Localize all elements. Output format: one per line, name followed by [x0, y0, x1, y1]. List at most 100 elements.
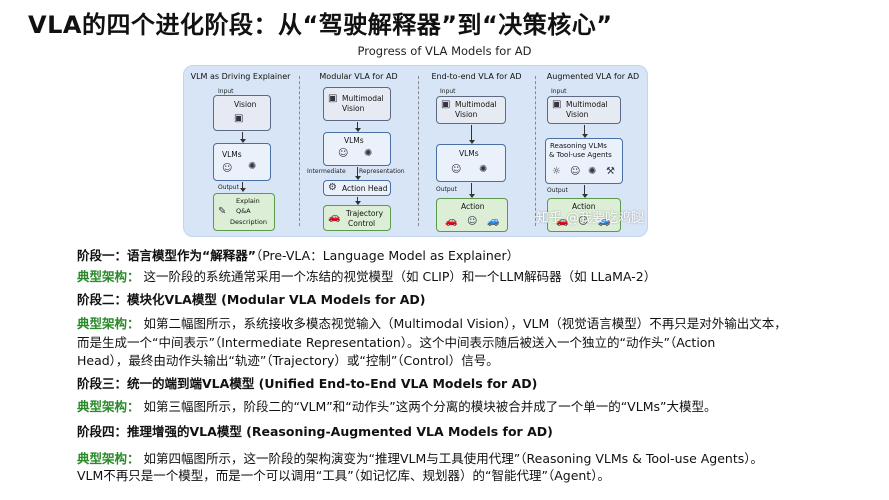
stage-3-arch: 典型架构： 如第三幅图所示，阶段二的“VLM”和“动作头”这两个分离的模块被合并… — [77, 397, 857, 417]
tool-use-label: & Tool-use Agents — [549, 151, 612, 159]
gear-icon: ⚙ — [328, 182, 337, 193]
camera-icon: ▣ — [441, 99, 451, 110]
action-head-box: ⚙ Action Head — [323, 180, 391, 196]
reasoning-label: Reasoning VLMs — [550, 142, 607, 150]
car-icon: 🚙 — [487, 216, 500, 227]
output-label: Output — [436, 186, 457, 193]
intermediate-label: Intermediate — [307, 168, 346, 175]
openai-icon: ✺ — [248, 161, 257, 172]
robot-icon: ☺ — [451, 164, 462, 175]
stage-1-arch: 典型架构： 这一阶段的系统通常采用一个冻结的视觉模型（如 CLIP）和一个LLM… — [77, 267, 857, 287]
trajectory-label: Trajectory — [346, 209, 384, 218]
stage-1-line: 这一阶段的系统通常采用一个冻结的视觉模型（如 CLIP）和一个LLM解码器（如 … — [143, 269, 657, 284]
stage-2-line: 如第二幅图所示，系统接收多模态视觉输入（Multimodal Vision），V… — [143, 316, 787, 331]
car-icon: 🚙 — [598, 216, 611, 227]
output-label: Output — [547, 187, 568, 194]
stage-2-line-3: Head），最终由动作头输出“轨迹”（Trajectory）或“控制”（Cont… — [77, 353, 499, 368]
figure-title: Progress of VLA Models for AD — [357, 44, 532, 58]
divider — [535, 76, 536, 226]
openai-icon: ✺ — [588, 166, 597, 177]
vlms-box: VLMs ☺ ✺ — [213, 143, 271, 181]
action-box: Action 🚗 ☺ 🚙 — [436, 198, 508, 232]
vlms-label: VLMs — [222, 150, 242, 159]
robot-icon: ☺ — [570, 166, 581, 177]
stage-4-heading: 阶段四：推理增强的VLA模型 (Reasoning-Augmented VLA … — [77, 424, 553, 439]
explain-label: Explain — [236, 197, 260, 205]
camera-icon: ▣ — [234, 113, 244, 124]
multimodal-vision-box: ▣ Multimodal Vision — [547, 96, 621, 124]
input-label: Input — [551, 88, 567, 95]
panel-end-to-end-vla: End-to-end VLA for AD Input ▣ Multimodal… — [420, 66, 533, 238]
representation-label: Representation — [359, 168, 405, 175]
robot-icon: ☺ — [467, 216, 478, 227]
openai-icon: ✺ — [479, 164, 488, 175]
stage-4-line: 如第四幅图所示，这一阶段的架构演变为“推理VLM与工具使用代理”（Reasoni… — [143, 451, 764, 466]
trajectory-control-box: 🚗 Trajectory Control — [323, 205, 391, 231]
stage-1-heading: 阶段一：语言模型作为“解释器”（Pre-VLA：Language Model a… — [77, 246, 857, 266]
car-icon: 🚗 — [328, 212, 341, 223]
arch-label: 典型架构： — [77, 451, 140, 466]
arrow-icon — [239, 132, 246, 143]
stage-2-arch-line-1: 典型架构： 如第二幅图所示，系统接收多模态视觉输入（Multimodal Vis… — [77, 314, 857, 334]
panel-title: VLM as Driving Explainer — [190, 72, 291, 81]
arrow-icon — [354, 122, 361, 132]
action-head-label: Action Head — [342, 184, 388, 193]
panel-augmented-vla: Augmented VLA for AD Input ▣ Multimodal … — [537, 66, 649, 238]
arch-label: 典型架构： — [77, 399, 140, 414]
arrow-icon — [468, 125, 475, 144]
stage-4-line-2: VLM不再只是一个模型，而是一个可以调用“工具”（如记忆库、规划器）的“智能代理… — [77, 468, 610, 483]
action-label: Action — [572, 202, 596, 211]
stage-3-heading: 阶段三：统一的端到端VLA模型 (Unified End-to-End VLA … — [77, 376, 538, 391]
camera-icon: ▣ — [552, 99, 562, 110]
vision-label: Vision — [455, 110, 478, 119]
page-title: VLA的四个进化阶段：从“驾驶解释器”到“决策核心” — [28, 11, 613, 39]
input-label: Input — [218, 88, 234, 95]
vision-label: Vision — [342, 104, 365, 113]
control-label: Control — [348, 219, 376, 228]
openai-icon: ✺ — [364, 148, 373, 159]
tool-icon: ⚒ — [606, 166, 615, 177]
stage-1-title: 阶段一：语言模型作为“解释器” — [77, 248, 256, 263]
stage-1-subtitle: （Pre-VLA：Language Model as Explainer） — [255, 248, 520, 263]
car-icon: 🚗 — [556, 216, 569, 227]
multimodal-label: Multimodal — [566, 100, 608, 109]
arrow-icon — [468, 183, 475, 198]
action-box: Action 🚗 ☺ 🚙 — [547, 198, 621, 232]
action-label: Action — [461, 202, 485, 211]
output-label: Output — [218, 184, 239, 191]
stage-3-line: 如第三幅图所示，阶段二的“VLM”和“动作头”这两个分离的模块被合并成了一个单一… — [143, 399, 717, 414]
car-icon: 🚗 — [445, 216, 458, 227]
camera-icon: ▣ — [328, 93, 338, 104]
lightbulb-icon: ☼ — [552, 166, 561, 177]
description-label: Description — [230, 218, 268, 226]
robot-icon: ☺ — [578, 216, 589, 227]
vlms-box: VLMs ☺ ✺ — [323, 132, 391, 166]
arrow-icon — [354, 197, 361, 205]
panel-modular-vla: Modular VLA for AD ▣ Multimodal Vision V… — [301, 66, 416, 238]
arrow-icon — [354, 167, 361, 180]
divider — [418, 76, 419, 226]
multimodal-vision-box: ▣ Multimodal Vision — [436, 96, 506, 124]
stage-2-heading: 阶段二：模块化VLA模型 (Modular VLA Models for AD) — [77, 292, 426, 307]
stage-2-line-2: 而是生成一个“中间表示”（Intermediate Representation… — [77, 335, 716, 350]
robot-icon: ☺ — [222, 163, 233, 174]
vlms-label: VLMs — [459, 149, 479, 158]
arrow-icon — [239, 182, 246, 192]
chat-icon: ✎ — [218, 206, 227, 217]
panel-title: Augmented VLA for AD — [546, 72, 640, 81]
panel-title: End-to-end VLA for AD — [431, 72, 522, 81]
vla-progress-figure: VLM as Driving Explainer Input Vision ▣ … — [183, 65, 648, 237]
robot-icon: ☺ — [338, 148, 349, 159]
arch-label: 典型架构： — [77, 269, 140, 284]
multimodal-label: Multimodal — [342, 94, 384, 103]
qa-label: Q&A — [236, 207, 251, 215]
divider — [299, 76, 300, 226]
stage-4-arch-line-1: 典型架构： 如第四幅图所示，这一阶段的架构演变为“推理VLM与工具使用代理”（R… — [77, 449, 857, 469]
vlms-label: VLMs — [344, 136, 364, 145]
arrow-icon — [581, 185, 588, 198]
vision-box: Vision ▣ — [213, 95, 271, 131]
watermark: 知乎 @我要吃鸡腿 — [536, 211, 645, 226]
explain-box: ✎ Explain Q&A Description — [213, 193, 275, 231]
vlms-box: VLMs ☺ ✺ — [436, 144, 506, 182]
panel-title: Modular VLA for AD — [319, 72, 398, 81]
